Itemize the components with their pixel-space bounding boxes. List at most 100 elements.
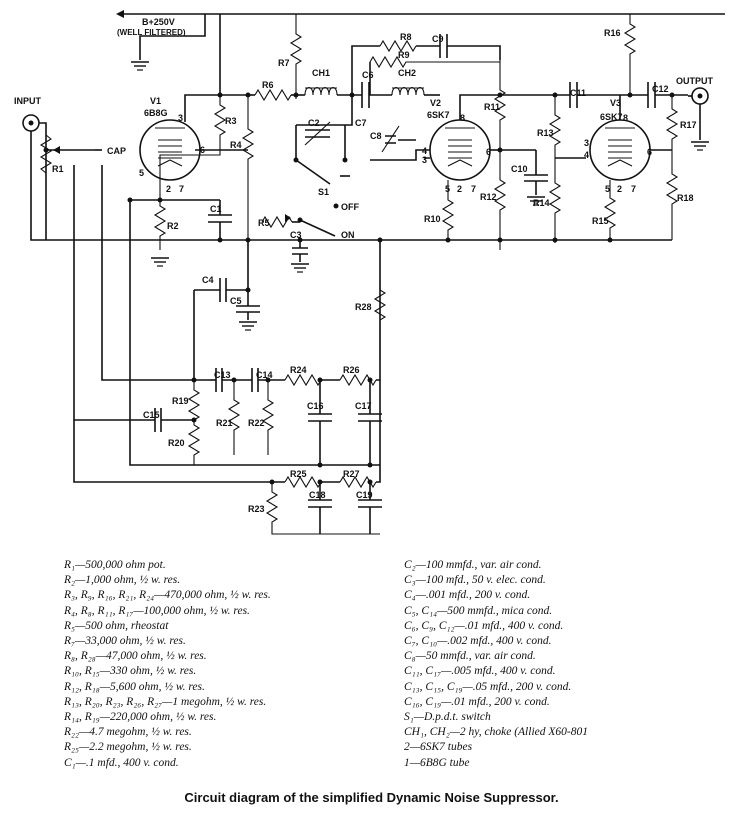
svg-text:R13: R13 [537,128,554,138]
supply-label-filter: (WELL FILTERED) [117,28,186,37]
svg-text:C5: C5 [230,296,242,306]
svg-text:6: 6 [647,147,652,157]
svg-text:R8: R8 [400,32,412,42]
svg-text:C11: C11 [570,88,586,98]
svg-text:R9: R9 [398,50,410,60]
svg-text:3: 3 [178,113,183,123]
svg-text:4: 4 [584,150,589,160]
parts-list-item: C₄—.001 mfd., 200 v. cond. [404,589,531,602]
svg-text:6SK7: 6SK7 [427,110,450,120]
svg-text:C2: C2 [308,118,320,128]
tube-v1: V1 6B8G CAP 6 5 2 7 3 [107,14,248,194]
svg-text:R6: R6 [262,80,274,90]
svg-text:C7: C7 [355,118,367,128]
junction-dots [43,92,675,485]
svg-text:5: 5 [139,168,144,178]
control-network: C13 C14 R24 R26 R28 R19 R20 C15 R21 R22 … [73,149,387,535]
svg-text:R14: R14 [533,198,550,208]
svg-text:R19: R19 [172,396,189,406]
svg-text:6SK7: 6SK7 [600,112,623,122]
parts-list-item: C₃—100 mfd., 50 v. elec. cond. [404,574,546,587]
parts-list-item: R₁₄, R₁₉—220,000 ohm, ½ w. res. [64,711,217,724]
parts-list-right: C₂—100 mmfd., var. air cond. C₃—100 mfd.,… [404,558,588,771]
parts-list-item: C₈—50 mmfd., var. air cond. [404,650,536,663]
svg-text:R26: R26 [343,365,360,375]
figure-caption: Circuit diagram of the simplified Dynami… [184,790,559,805]
svg-text:R16: R16 [604,28,621,38]
resistor-r1: R1 [39,134,95,174]
svg-text:R23: R23 [248,504,265,514]
svg-text:V3: V3 [610,98,621,108]
off-label: OFF [341,202,359,212]
svg-text:C3: C3 [290,230,302,240]
parts-list-item: C₂—100 mmfd., var. air cond. [404,559,542,571]
svg-text:2: 2 [457,184,462,194]
svg-text:R20: R20 [168,438,185,448]
tube-v2: 6SK7 4 3 6 5 2 7 8 C8 [370,94,500,194]
parts-list-item: CH₁, CH₂—2 hy, choke (Allied X60-801 [404,726,588,739]
svg-text:6B8G: 6B8G [144,108,168,118]
parts-list-item: S₁—D.p.d.t. switch [404,711,491,724]
svg-text:R25: R25 [290,469,307,479]
svg-text:CH1: CH1 [312,68,330,78]
svg-text:2: 2 [166,184,171,194]
parts-list-item: C₁—.1 mfd., 400 v. cond. [64,756,179,769]
svg-text:4: 4 [422,146,427,156]
parts-list-item: R₃, R₉, R₁₆, R₂₁, R₂₄—470,000 ohm, ½ w. … [64,589,271,602]
svg-text:S1: S1 [318,187,329,197]
svg-text:C15: C15 [143,410,160,420]
svg-text:R21: R21 [216,418,233,428]
svg-text:R22: R22 [248,418,265,428]
svg-text:C13: C13 [214,370,231,380]
svg-text:R17: R17 [680,120,697,130]
svg-text:R2: R2 [167,221,179,231]
svg-text:C12: C12 [652,84,669,94]
svg-text:7: 7 [179,184,184,194]
svg-text:V1: V1 [150,96,161,106]
svg-text:C9: C9 [432,34,444,44]
svg-text:C4: C4 [202,275,214,285]
on-label: ON [341,230,355,240]
b-plus-rail: B+250V (WELL FILTERED) [116,10,725,71]
svg-text:V2: V2 [430,98,441,108]
svg-text:C6: C6 [362,70,374,80]
supply-label: B+250V [142,17,175,27]
parts-list-item: C₁₁, C₁₇—.005 mfd., 400 v. cond. [404,665,556,678]
svg-text:8: 8 [460,113,465,123]
svg-text:R1: R1 [52,164,64,174]
svg-text:C1: C1 [210,204,222,214]
parts-list-item: C₁₃, C₁₅, C₁₉—.05 mfd., 200 v. cond. [404,680,572,693]
svg-text:R27: R27 [343,469,360,479]
svg-text:R10: R10 [424,214,441,224]
svg-text:8: 8 [623,113,628,123]
cap-label: CAP [107,146,126,156]
parts-list-item: R₇—33,000 ohm, ½ w. res. [64,635,186,648]
svg-text:R18: R18 [677,193,694,203]
svg-text:3: 3 [584,138,589,148]
parts-list-item: 1—6B8G tube [404,756,470,769]
parts-list-item: R₂—1,000 ohm, ½ w. res. [64,574,181,587]
parts-list-item: C₁₆, C₁₉—.01 mfd., 200 v. cond. [404,695,550,708]
svg-text:R5: R5 [258,218,270,228]
svg-text:C18: C18 [309,490,326,500]
svg-text:R3: R3 [225,116,237,126]
svg-text:7: 7 [471,184,476,194]
parts-list-item: R₁₀, R₁₅—330 ohm, ½ w. res. [64,665,197,678]
svg-text:R7: R7 [278,58,290,68]
svg-text:CH2: CH2 [398,68,416,78]
svg-text:C17: C17 [355,401,372,411]
svg-text:2: 2 [617,184,622,194]
parts-list-item: R₅—500 ohm, rheostat [64,619,169,632]
parts-list-item: R₂₂—4.7 megohm, ½ w. res. [64,726,192,739]
output-label: OUTPUT [676,76,714,86]
schematic-diagram: B+250V (WELL FILTERED) INPUT R1 V1 6B8G … [14,10,725,535]
svg-text:C16: C16 [307,401,324,411]
svg-text:R4: R4 [230,140,242,150]
output-jack: OUTPUT [676,76,714,151]
parts-list-item: C₆, C₉, C₁₂—.01 mfd., 400 v. cond. [404,619,564,632]
svg-text:C10: C10 [511,164,528,174]
input-jack: INPUT [14,96,380,241]
svg-text:R11: R11 [484,102,500,112]
svg-text:7: 7 [631,184,636,194]
parts-list-item: 2—6SK7 tubes [404,741,473,754]
